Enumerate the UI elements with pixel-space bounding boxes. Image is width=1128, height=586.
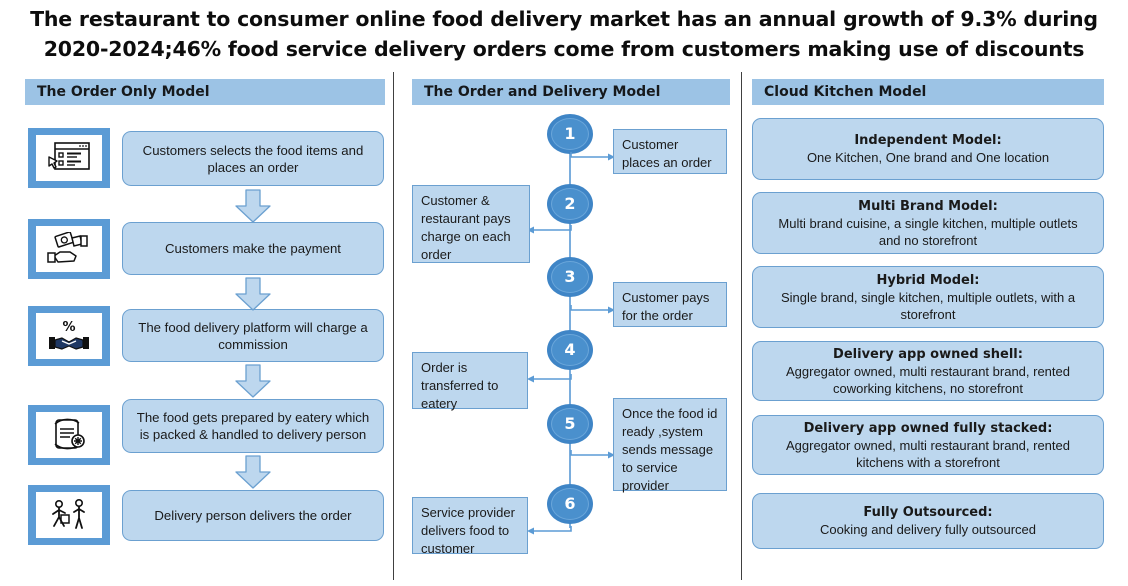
order-checklist-icon (36, 135, 102, 181)
kitchen-model-1[interactable]: Independent Model: One Kitchen, One bran… (752, 118, 1104, 180)
kitchen-model-4[interactable]: Delivery app owned shell: Aggregator own… (752, 341, 1104, 401)
down-arrow-3 (234, 364, 272, 398)
node-number: 5 (564, 414, 576, 433)
timeline-node-3[interactable]: 3 (547, 257, 593, 297)
kitchen-model-desc: Single brand, single kitchen, multiple o… (780, 289, 1076, 322)
order-checklist-icon-tile (28, 128, 110, 188)
node-ring (551, 334, 589, 366)
connector-2 (526, 223, 572, 235)
flow-box-4[interactable]: Order is transferred to eatery (412, 352, 528, 411)
timeline-node-2[interactable]: 2 (547, 184, 593, 224)
column-divider-2 (741, 72, 742, 580)
kitchen-model-title: Delivery app owned shell: (833, 346, 1023, 362)
timeline-spine (569, 128, 571, 528)
node-number: 6 (564, 494, 576, 513)
node-number: 1 (564, 124, 576, 143)
kitchen-model-desc: Cooking and delivery fully outsourced (819, 522, 1037, 537)
kitchen-model-desc: Aggregator owned, multi restaurant brand… (785, 363, 1070, 396)
delivery-person-icon (36, 492, 102, 538)
page-title: The restaurant to consumer online food d… (0, 4, 1128, 64)
timeline-node-4[interactable]: 4 (547, 330, 593, 370)
step-box-4[interactable]: The food gets prepared by eatery which i… (122, 399, 384, 453)
flow-box-2[interactable]: Customer & restaurant pays charge on eac… (412, 185, 530, 263)
connector-3 (570, 303, 616, 315)
flow-box-1[interactable]: Customer places an order (613, 129, 727, 174)
food-package-icon (36, 412, 102, 458)
kitchen-model-2[interactable]: Multi Brand Model: Multi brand cuisine, … (752, 192, 1104, 254)
down-arrow-1 (234, 189, 272, 223)
connector-5 (570, 448, 616, 460)
commission-handshake-percent-icon-tile: % (28, 306, 110, 366)
node-ring (551, 261, 589, 293)
node-ring (551, 408, 589, 440)
kitchen-model-3[interactable]: Hybrid Model: Single brand, single kitch… (752, 266, 1104, 328)
node-number: 3 (564, 267, 576, 286)
kitchen-model-title: Multi Brand Model: (858, 198, 998, 214)
node-ring (551, 488, 589, 520)
kitchen-model-desc: Multi brand cuisine, a single kitchen, m… (778, 215, 1078, 248)
step-box-3[interactable]: The food delivery platform will charge a… (122, 309, 384, 362)
column-header-order-only: The Order Only Model (25, 79, 385, 105)
flow-box-5[interactable]: Once the food id ready ,system sends mes… (613, 398, 727, 493)
kitchen-model-desc: One Kitchen, One brand and One location (806, 150, 1050, 165)
step-box-1[interactable]: Customers selects the food items and pla… (122, 131, 384, 186)
connector-1 (570, 150, 616, 162)
payment-hands-icon (36, 226, 102, 272)
timeline-node-6[interactable]: 6 (547, 484, 593, 524)
kitchen-model-title: Hybrid Model: (876, 272, 980, 288)
column-header-cloud-kitchen: Cloud Kitchen Model (752, 79, 1104, 105)
flow-box-3[interactable]: Customer pays for the order (613, 282, 727, 327)
payment-hands-icon-tile (28, 219, 110, 279)
kitchen-model-title: Fully Outsourced: (863, 505, 993, 520)
step-box-2[interactable]: Customers make the payment (122, 222, 384, 275)
node-number: 4 (564, 340, 576, 359)
step-box-5[interactable]: Delivery person delivers the order (122, 490, 384, 541)
title-line-1: The restaurant to consumer online food d… (30, 7, 1098, 31)
down-arrow-4 (234, 455, 272, 489)
delivery-person-icon-tile (28, 485, 110, 545)
kitchen-model-desc: Aggregator owned, multi restaurant brand… (785, 437, 1070, 470)
timeline-node-1[interactable]: 1 (547, 114, 593, 154)
node-number: 2 (564, 194, 576, 213)
kitchen-model-title: Independent Model: (854, 133, 1002, 148)
kitchen-model-title: Delivery app owned fully stacked: (803, 420, 1053, 436)
column-header-order-and-delivery: The Order and Delivery Model (412, 79, 730, 105)
node-ring (551, 118, 589, 150)
kitchen-model-6[interactable]: Fully Outsourced: Cooking and delivery f… (752, 493, 1104, 549)
flow-box-6[interactable]: Service provider delivers food to custom… (412, 497, 528, 556)
node-ring (551, 188, 589, 220)
timeline-node-5[interactable]: 5 (547, 404, 593, 444)
connector-4 (526, 372, 572, 384)
column-divider-1 (393, 72, 394, 580)
title-line-2: 2020-2024;46% food service delivery orde… (43, 37, 1085, 61)
connector-6 (526, 524, 572, 536)
food-package-icon-tile (28, 405, 110, 465)
commission-handshake-percent-icon: % (36, 313, 102, 359)
svg-text:%: % (62, 320, 75, 335)
kitchen-model-5[interactable]: Delivery app owned fully stacked: Aggreg… (752, 415, 1104, 475)
down-arrow-2 (234, 277, 272, 311)
